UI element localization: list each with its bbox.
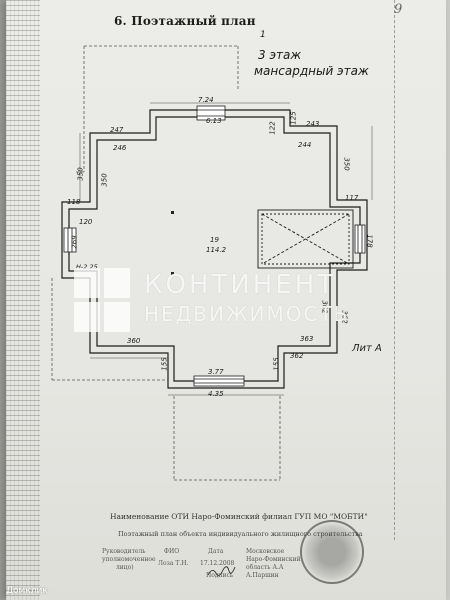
- footer-organization: Наименование ОТИ Наро-Фоминский филиал Г…: [110, 512, 368, 521]
- window-left: [63, 227, 77, 253]
- sheet-border: [394, 0, 396, 540]
- fio-label: ФИО: [164, 548, 180, 555]
- dim-label: 246: [113, 144, 127, 152]
- dim-label: 117: [345, 194, 359, 202]
- dashed-boundary-bottom: [51, 278, 281, 481]
- source-watermark: Домклик: [6, 586, 48, 596]
- dim-label: 363: [300, 335, 314, 343]
- dim-label: 350: [76, 167, 85, 181]
- stamp-text-3: область А.А: [246, 564, 284, 571]
- head-label-2: уполномоченное: [102, 556, 156, 563]
- official-stamp: [300, 520, 364, 584]
- dim-label: 350: [342, 157, 351, 171]
- dim-label: H-2.25: [76, 263, 98, 271]
- outer-wall: [61, 109, 368, 389]
- scan-edge-noise: [6, 0, 40, 600]
- watermark-line1: КОНТИНЕНТ: [144, 270, 337, 300]
- document-sheet: [6, 0, 446, 600]
- dim-label: 155: [272, 357, 281, 371]
- room-number: 19: [210, 236, 219, 244]
- dim-label: 350: [100, 173, 109, 187]
- signature-scribble: [207, 566, 236, 576]
- footer-subtitle: Поэтажный план объекта индивидуального ж…: [118, 530, 363, 538]
- sign-label: Подпись: [206, 572, 234, 579]
- watermark-line2: НЕДВИЖИМОСТЬ: [144, 302, 350, 326]
- marker-dot: [171, 272, 174, 275]
- date-label: Дата: [208, 548, 224, 555]
- footer-table: Руководитель уполномоченное лицо) ФИО Ло…: [96, 544, 376, 594]
- dim-label: 362: [290, 352, 304, 360]
- dim-label: 360: [127, 337, 141, 345]
- stamp-text-1: Московское: [246, 548, 285, 555]
- dim-label: 4.35: [208, 390, 224, 398]
- dim-label: 125: [289, 111, 298, 125]
- dim-label: 118: [67, 198, 81, 206]
- room-area: 114.2: [206, 246, 227, 254]
- inner-wall: [68, 116, 361, 382]
- window-bottom: [193, 375, 245, 387]
- dashed-boundary-top: [76, 45, 239, 173]
- dim-label: 3.77: [208, 368, 224, 376]
- window-top: [196, 105, 226, 121]
- watermark-logo: [74, 268, 130, 332]
- dim-label: 244: [298, 141, 312, 149]
- dim-label: 122: [268, 121, 277, 135]
- dim-label: 247: [110, 126, 124, 134]
- section-title: 6. Поэтажный план: [114, 14, 256, 28]
- dim-label: 155: [160, 357, 169, 371]
- date-value: 17.12.2008: [200, 560, 235, 567]
- head-label-3: лицо): [116, 564, 134, 571]
- marker-dot: [171, 211, 174, 214]
- lit-label: Лит А: [352, 343, 382, 354]
- dim-label: 6.13: [206, 117, 222, 125]
- floor-label-line1: 3 этаж: [258, 48, 302, 62]
- stair-void: [257, 209, 354, 269]
- stamp-text-2: Наро-Фоминский: [246, 556, 301, 563]
- window-right: [354, 224, 366, 254]
- dim-label: 269: [70, 235, 79, 249]
- dim-label: 243: [306, 120, 320, 128]
- floor-marker: 1: [260, 30, 266, 40]
- head-label: Руководитель: [102, 548, 146, 555]
- page-number: 9: [394, 2, 403, 17]
- watermark: КОНТИНЕНТ НЕДВИЖИМОСТЬ: [74, 268, 404, 334]
- stamp-text-4: А.Паршин: [246, 572, 279, 579]
- dim-label: 7.24: [198, 96, 214, 104]
- dim-label: 120: [79, 218, 93, 226]
- floor-label-line2: мансардный этаж: [254, 64, 369, 78]
- dim-label: 178: [365, 234, 374, 248]
- fio-value: Лоза Т.Н.: [158, 560, 189, 567]
- dimension-lines: [79, 102, 373, 396]
